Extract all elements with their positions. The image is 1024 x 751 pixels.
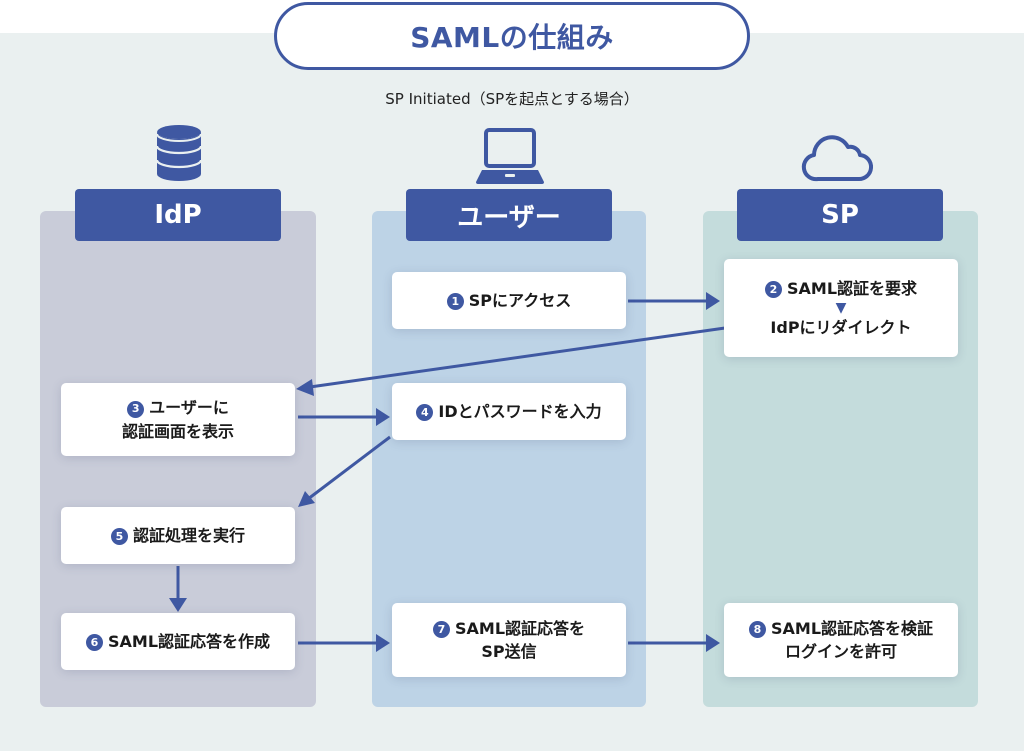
step-text: SAML認証を要求 (786, 278, 918, 298)
step-text: IDとパスワードを入力 (438, 401, 602, 421)
step-text: 認証処理を実行 (132, 525, 245, 545)
step-number-badge: 1 (446, 293, 464, 311)
step-number-badge: 2 (764, 281, 782, 299)
user-header-label: ユーザー (457, 202, 561, 233)
subtitle: SP Initiated（SPを起点とする場合） (385, 90, 639, 108)
step-text: SAML認証応答を (454, 618, 586, 638)
step-3-line-2: 認証画面を表示 (121, 421, 234, 441)
sp-header-label: SP (821, 200, 859, 230)
step-2-line-2: IdPにリダイレクト (770, 318, 912, 337)
step-text: SPにアクセス (468, 290, 572, 310)
title-text: SAMLの仕組み (410, 21, 614, 54)
idp-header: IdP (75, 189, 281, 241)
down-triangle-icon: ▼ (835, 300, 847, 316)
step-7-line-2: SP送信 (481, 642, 537, 661)
step-number-badge: 4 (416, 404, 434, 422)
diagram-title: SAMLの仕組み (274, 2, 750, 70)
step-text: ユーザーに (149, 398, 229, 418)
step-number-badge: 8 (748, 621, 766, 639)
step-number-badge: 3 (127, 400, 145, 418)
sp-header: SP (737, 189, 943, 241)
step-number-badge: 5 (110, 528, 128, 546)
step-text: SAML認証応答を作成 (107, 631, 271, 651)
idp-header-label: IdP (154, 200, 202, 230)
step-text: SAML認証応答を検証 (770, 618, 934, 638)
step-8-line-2: ログインを許可 (784, 642, 897, 661)
database-icon (155, 124, 203, 186)
step-number-badge: 7 (432, 621, 450, 639)
laptop-icon (474, 128, 546, 190)
cloud-icon (800, 133, 874, 187)
user-header: ユーザー (406, 189, 612, 241)
step-number-badge: 6 (85, 634, 103, 652)
